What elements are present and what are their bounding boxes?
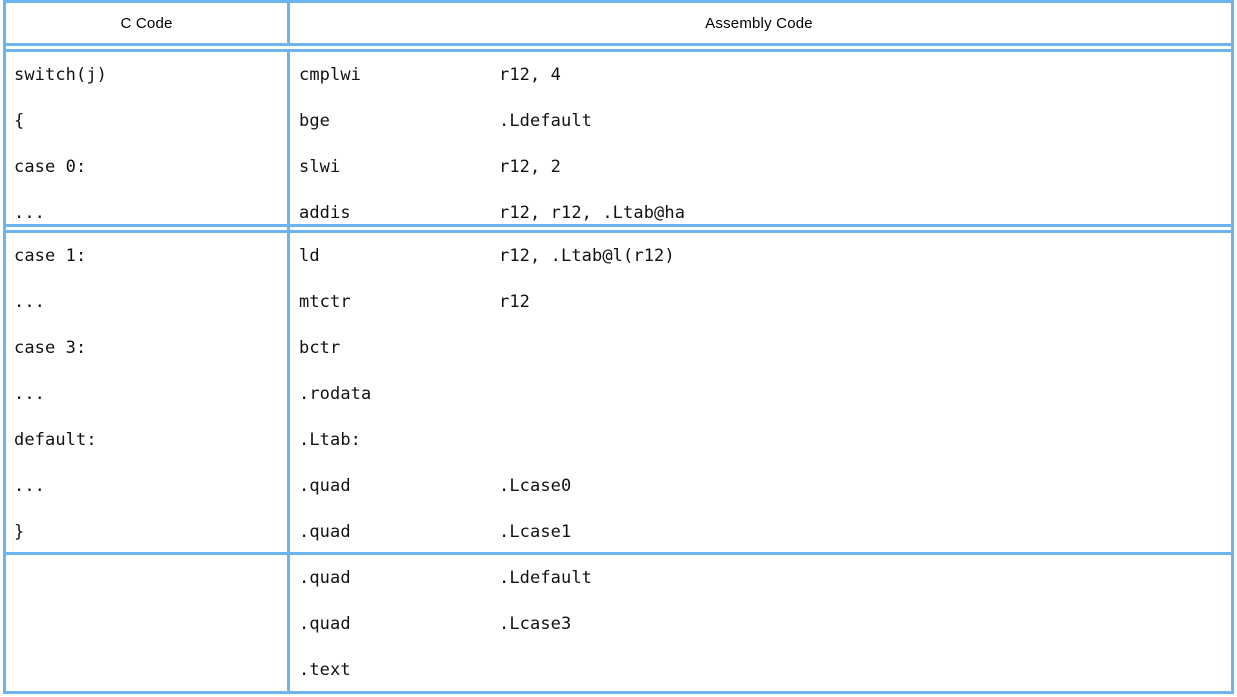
c-code-line: ... — [14, 384, 46, 404]
assembly-line: .Ltab: — [299, 417, 1231, 463]
column-divider-header — [287, 3, 290, 43]
header-rule-lower — [6, 49, 1231, 52]
assembly-mnemonic: .Ltab: — [299, 430, 362, 450]
assembly-operands: r12 — [499, 292, 531, 312]
assembly-operands: r12, .Ltab@l(r12) — [499, 246, 675, 266]
c-code-line: default: — [14, 430, 97, 450]
column-divider-body — [287, 49, 290, 691]
assembly-code-cell-section-3: .quad .Ldefault .quad .Lcase3 .text — [287, 555, 1231, 694]
assembly-mnemonic: mtctr — [299, 292, 351, 312]
assembly-mnemonic: bctr — [299, 338, 341, 358]
assembly-operands — [499, 417, 1231, 463]
assembly-line: ld r12, .Ltab@l(r12) — [299, 233, 1231, 279]
assembly-line: slwi r12, 2 — [299, 144, 1231, 190]
assembly-mnemonic: .text — [299, 660, 351, 680]
column-header-c-code: C Code — [120, 14, 173, 32]
assembly-mnemonic: bge — [299, 111, 331, 131]
c-code-line: } — [14, 522, 25, 542]
assembly-line: cmplwi r12, 4 — [299, 52, 1231, 98]
assembly-operands: .Ldefault — [499, 568, 593, 588]
code-comparison-table: C Code Assembly Code switch(j) { case 0:… — [3, 0, 1234, 694]
c-code-line: case 1: — [14, 246, 87, 266]
c-code-cell-section-1: switch(j) { case 0: ... — [6, 52, 287, 224]
assembly-mnemonic: .quad — [299, 476, 351, 496]
section1-rule-upper — [6, 224, 1231, 227]
c-code-line: ... — [14, 292, 46, 312]
assembly-code-cell-section-1: cmplwi r12, 4 bge .Ldefault slwi r12, 2 … — [287, 52, 1231, 224]
section1-rule-lower — [6, 230, 1231, 233]
table-row: case 1: ... case 3: ... default: ... } l… — [6, 233, 1231, 552]
c-code-line: { — [14, 111, 25, 131]
assembly-mnemonic: .quad — [299, 522, 351, 542]
assembly-operands: r12, r12, .Ltab@ha — [499, 203, 686, 223]
assembly-line: .quad .Ldefault — [299, 555, 1231, 601]
column-header-assembly-code: Assembly Code — [705, 14, 813, 32]
assembly-line: mtctr r12 — [299, 279, 1231, 325]
assembly-line: .quad .Lcase1 — [299, 509, 1231, 555]
assembly-mnemonic: addis — [299, 203, 351, 223]
assembly-line: addis r12, r12, .Ltab@ha — [299, 190, 1231, 236]
c-code-line: ... — [14, 476, 46, 496]
assembly-line: .quad .Lcase0 — [299, 463, 1231, 509]
assembly-operands: .Lcase0 — [499, 476, 572, 496]
c-code-cell-section-3 — [6, 555, 287, 694]
assembly-mnemonic: ld — [299, 246, 320, 266]
assembly-mnemonic: cmplwi — [299, 65, 362, 85]
assembly-line: .rodata — [299, 371, 1231, 417]
assembly-code-cell-section-2: ld r12, .Ltab@l(r12) mtctr r12 bctr .rod… — [287, 233, 1231, 552]
assembly-operands — [499, 371, 1231, 417]
table-row: .quad .Ldefault .quad .Lcase3 .text — [6, 555, 1231, 694]
assembly-operands — [499, 325, 1231, 371]
c-code-line: case 0: — [14, 157, 87, 177]
c-code-line: case 3: — [14, 338, 87, 358]
assembly-line: .text — [299, 647, 1231, 693]
c-code-line: switch(j) — [14, 65, 108, 85]
assembly-operands: .Lcase3 — [499, 614, 572, 634]
assembly-operands: .Lcase1 — [499, 522, 572, 542]
assembly-operands: r12, 2 — [499, 157, 562, 177]
assembly-operands: .Ldefault — [499, 111, 593, 131]
assembly-mnemonic: .quad — [299, 614, 351, 634]
c-code-line: ... — [14, 203, 46, 223]
c-code-cell-section-2: case 1: ... case 3: ... default: ... } — [6, 233, 287, 552]
assembly-mnemonic: .quad — [299, 568, 351, 588]
table-row: switch(j) { case 0: ... cmplwi r12, 4 bg… — [6, 52, 1231, 224]
assembly-line: .quad .Lcase3 — [299, 601, 1231, 647]
assembly-mnemonic: .rodata — [299, 384, 372, 404]
table-header-row: C Code Assembly Code — [6, 3, 1231, 43]
assembly-operands: r12, 4 — [499, 65, 562, 85]
header-rule-upper — [6, 43, 1231, 46]
assembly-line: bge .Ldefault — [299, 98, 1231, 144]
assembly-operands — [499, 647, 1231, 693]
assembly-line: bctr — [299, 325, 1231, 371]
section2-rule — [6, 552, 1231, 555]
assembly-mnemonic: slwi — [299, 157, 341, 177]
